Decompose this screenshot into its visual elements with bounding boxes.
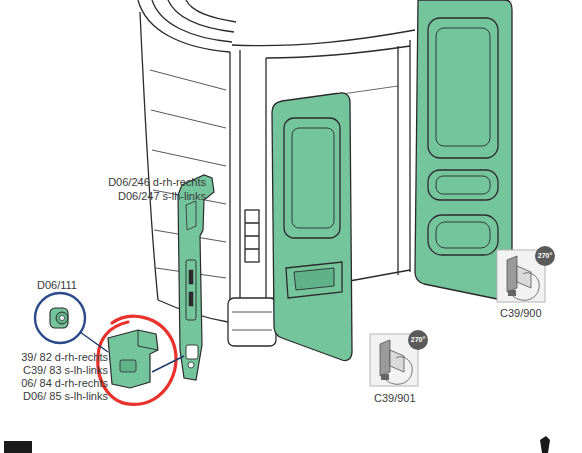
part-number: C39/901 — [374, 392, 416, 405]
part-number: 06/ 84 d-rh-rechts — [21, 377, 108, 390]
part-number: C39/900 — [500, 307, 542, 320]
rear-doors — [272, 0, 512, 361]
pillar-part — [178, 175, 214, 380]
angle-badge: 270° — [535, 246, 555, 266]
page-edge-marks — [4, 436, 550, 453]
part-number: 39/ 82 d-rh-rechts — [21, 351, 108, 364]
part-number: C39/ 83 s-lh-links — [23, 364, 108, 377]
bushing-callout — [35, 293, 108, 352]
part-number: D06/111 — [37, 279, 77, 292]
part-number: D06/246 d-rh-rechts — [108, 176, 206, 189]
part-number: D06/247 s-lh-links — [118, 190, 206, 203]
part-number: D06/ 85 s-lh-links — [23, 390, 108, 403]
angle-badge: 270° — [408, 330, 428, 350]
hinge-part — [98, 316, 184, 404]
